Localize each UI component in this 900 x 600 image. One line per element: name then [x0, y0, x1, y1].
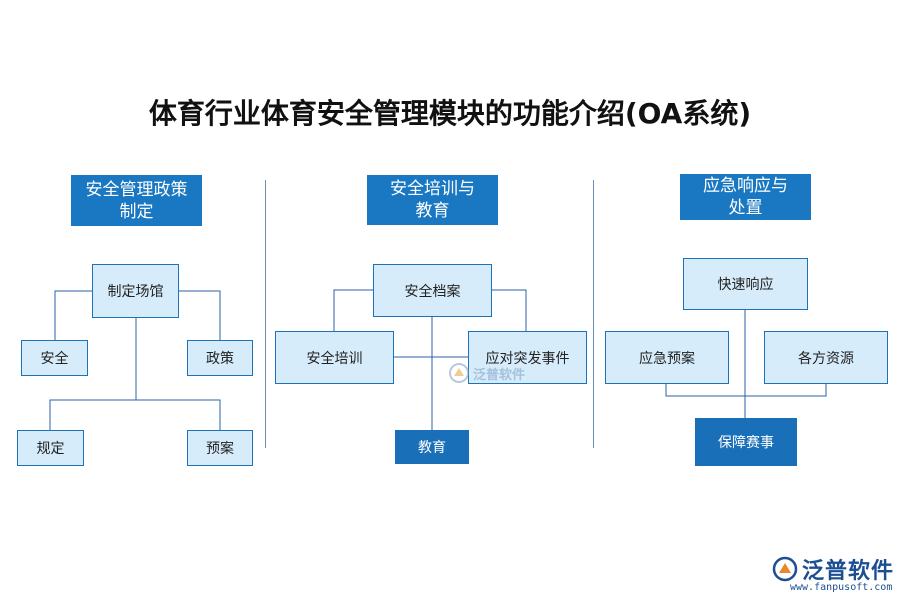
fanpu-logo-icon	[772, 556, 798, 582]
node-resources-label: 各方资源	[798, 350, 854, 367]
node-resources: 各方资源	[764, 331, 888, 384]
watermark-center-text: 泛普软件	[473, 367, 526, 383]
node-safety-archive-label: 安全档案	[404, 283, 461, 300]
node-safety-label: 安全	[40, 351, 69, 367]
node-emergency-handling-label: 应对突发事件	[485, 350, 570, 367]
node-education-label: 教育	[418, 440, 446, 456]
node-plan-label: 预案	[206, 441, 234, 457]
node-emergency-plan: 应急预案	[605, 331, 729, 384]
fanpu-logo-icon	[449, 363, 469, 383]
node-safety: 安全	[21, 340, 88, 376]
header-safety-policy-label: 安全管理政策 制定	[85, 179, 188, 222]
page-title: 体育行业体育安全管理模块的功能介绍(OA系统)	[148, 97, 752, 130]
node-regulation-label: 规定	[36, 441, 65, 457]
node-regulation: 规定	[17, 430, 84, 466]
node-safety-training-label: 安全培训	[306, 350, 363, 367]
header-training: 安全培训与 教育	[367, 175, 498, 225]
node-guarantee-event-label: 保障赛事	[718, 435, 774, 451]
node-safety-training: 安全培训	[275, 331, 394, 384]
column-divider-1	[265, 180, 266, 448]
node-guarantee-event: 保障赛事	[695, 418, 797, 466]
brand-logo: 泛普软件	[772, 553, 894, 585]
node-education: 教育	[395, 430, 469, 464]
node-safety-archive: 安全档案	[373, 264, 492, 317]
node-policy: 政策	[187, 340, 253, 376]
node-policy-label: 政策	[206, 351, 234, 367]
brand-logo-text: 泛普软件	[802, 559, 895, 584]
header-emergency: 应急响应与 处置	[680, 174, 811, 220]
node-venue: 制定场馆	[92, 264, 179, 318]
node-plan: 预案	[187, 430, 253, 466]
node-quick-response: 快速响应	[683, 258, 808, 310]
header-training-label: 安全培训与 教育	[390, 179, 475, 221]
header-emergency-label: 应急响应与 处置	[703, 176, 788, 218]
watermark-center: 泛普软件	[448, 362, 525, 384]
header-safety-policy: 安全管理政策 制定	[71, 175, 202, 226]
column-divider-2	[593, 180, 594, 448]
node-venue-label: 制定场馆	[107, 284, 164, 300]
node-quick-response-label: 快速响应	[717, 277, 774, 293]
node-emergency-plan-label: 应急预案	[639, 350, 695, 367]
brand-url: www.fanpusoft.com	[790, 582, 893, 593]
node-emergency-handling: 应对突发事件	[468, 331, 587, 384]
